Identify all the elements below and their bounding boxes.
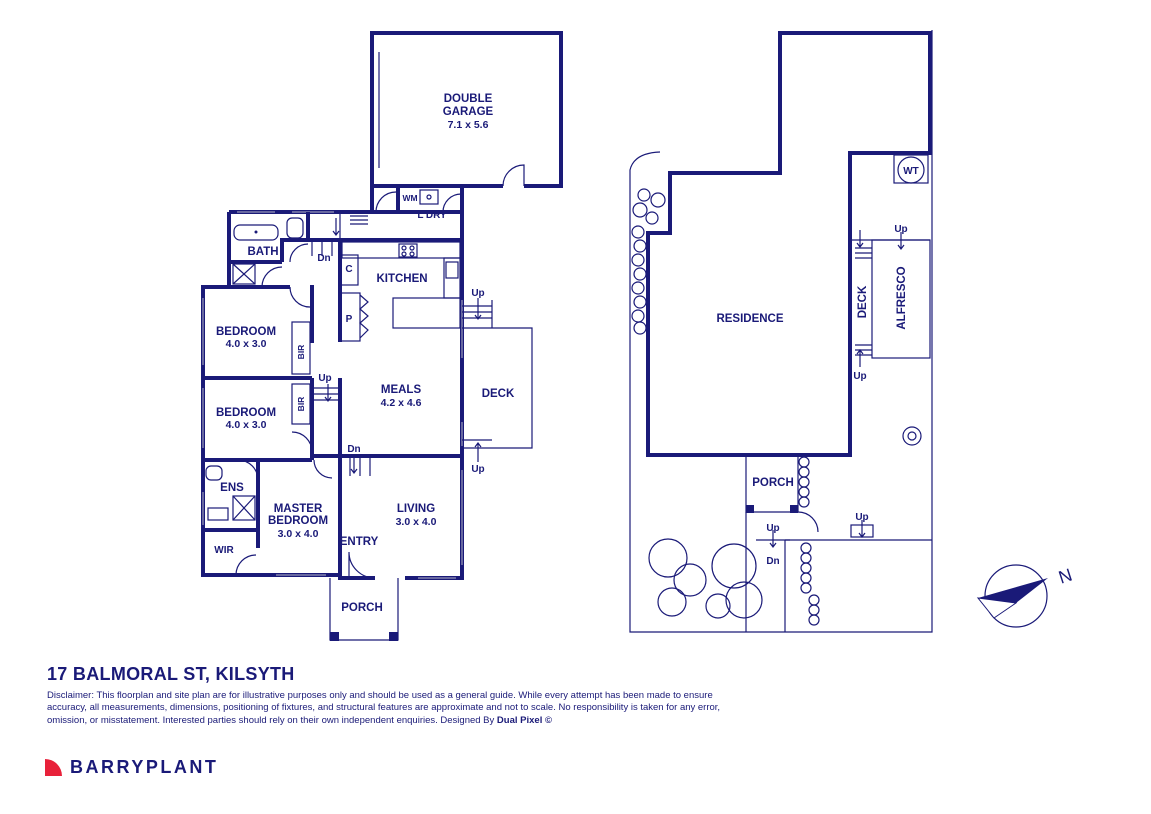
meals-size: 4.2 x 4.6	[381, 397, 422, 409]
toilet-icon	[286, 217, 304, 239]
compass-icon: N	[976, 564, 1075, 628]
deck-label: DECK	[482, 388, 515, 400]
stair-up-label: Up	[471, 464, 484, 475]
bath-door-swing	[261, 266, 283, 288]
wm-label: WM	[402, 193, 417, 203]
living-size: 3.0 x 4.0	[396, 516, 437, 528]
laundry-label: L'DRY	[417, 210, 447, 221]
entry-label: ENTRY	[340, 536, 379, 548]
kitchen-label: KITCHEN	[376, 273, 427, 285]
kitchen-island	[392, 297, 461, 329]
stair-up-label: Up	[471, 288, 484, 299]
bir-2-box	[291, 383, 311, 425]
house-outer-walls	[201, 210, 464, 580]
bedroom-2-size: 4.0 x 3.0	[226, 419, 267, 431]
stair-up-label: Up	[318, 373, 331, 384]
site-stair-up: Up	[766, 523, 779, 534]
siteplan: RESIDENCE DECK ALFRESCO WT PORCH Up Up U…	[629, 30, 933, 633]
bir-1-box	[291, 321, 311, 375]
bedroom-2-label: BEDROOM	[216, 407, 276, 419]
kitchen-bench	[341, 241, 461, 259]
site-stair-up: Up	[894, 224, 907, 235]
bir-1-label: BIR	[296, 345, 306, 360]
ensuite-toilet-icon	[205, 465, 223, 481]
master-bedroom-label: MASTER	[274, 503, 323, 515]
water-tank-label: WT	[903, 166, 919, 177]
brand-logo: BARRYPLANT	[45, 757, 218, 777]
floor-and-site-plan: DOUBLE GARAGE 7.1 x 5.6 WM L'DRY BATH KI…	[201, 30, 1075, 641]
bathtub-icon	[233, 224, 279, 241]
pantry-box	[339, 292, 361, 342]
porch-label: PORCH	[341, 602, 383, 614]
master-bedroom-size: 3.0 x 4.0	[278, 528, 319, 540]
living-label: LIVING	[397, 503, 435, 515]
bedroom-1-label: BEDROOM	[216, 326, 276, 338]
site-porch-outline	[745, 455, 799, 513]
site-stair-down: Dn	[766, 556, 779, 567]
meals-label: MEALS	[381, 384, 422, 396]
designer-credit: Dual Pixel ©	[496, 714, 552, 726]
ensuite-label: ENS	[220, 482, 244, 494]
brand-mark-icon	[45, 758, 62, 776]
porch-outline	[329, 578, 399, 641]
porch-post	[330, 632, 339, 641]
boundary-shrubs	[631, 188, 666, 335]
brand-name: BARRYPLANT	[70, 756, 219, 777]
shower-icon	[232, 263, 256, 285]
porch-post	[389, 632, 398, 641]
site-boundary	[629, 30, 933, 633]
compass-north-label: N	[1056, 565, 1075, 588]
master-bedroom-label-2: BEDROOM	[268, 515, 328, 527]
cooktop-icon	[398, 243, 418, 258]
floorplan: DOUBLE GARAGE 7.1 x 5.6 WM L'DRY BATH KI…	[201, 31, 563, 641]
kitchen-sink-icon	[445, 261, 459, 279]
residence-outline	[646, 31, 932, 457]
laundry-door-swing-2	[442, 193, 462, 213]
laundry-walls	[370, 184, 462, 212]
water-tank-icon	[897, 156, 925, 184]
site-stair-up: Up	[853, 371, 866, 382]
ensuite-shower-icon	[232, 495, 256, 521]
ensuite-walls	[203, 458, 260, 548]
property-address: 17 BALMORAL ST, KILSYTH	[47, 664, 295, 684]
site-porch-label: PORCH	[752, 477, 794, 489]
garage-label-2: GARAGE	[443, 106, 494, 118]
tree-icon	[902, 426, 922, 446]
meals-walls	[312, 378, 462, 575]
bir-2-label: BIR	[296, 397, 306, 412]
site-stair-up: Up	[855, 512, 868, 523]
bedroom-1-size: 4.0 x 3.0	[226, 338, 267, 350]
residence-label: RESIDENCE	[716, 313, 783, 325]
laundry-sink-icon	[419, 189, 439, 205]
bedroom-walls	[203, 285, 314, 462]
cupboard-label: C	[345, 264, 352, 275]
deck-outline	[462, 327, 533, 449]
garage-label: DOUBLE	[444, 93, 493, 105]
front-trees	[648, 538, 763, 619]
garage-door-swing	[502, 164, 525, 187]
cupboard-box	[339, 254, 359, 286]
stair-down-label: Dn	[317, 253, 330, 264]
alfresco-label: ALFRESCO	[896, 266, 908, 329]
ensuite-basin-icon	[207, 507, 229, 521]
laundry-door-swing	[375, 191, 397, 213]
pantry-label: P	[346, 314, 353, 325]
disclaimer-text: Disclaimer: This floorplan and site plan…	[47, 690, 721, 726]
hedge-shrubs	[798, 456, 820, 626]
stair-down-label: Dn	[347, 444, 360, 455]
disclaimer: Disclaimer: This floorplan and site plan…	[47, 690, 737, 727]
site-deck-label: DECK	[857, 285, 869, 318]
bath-label: BATH	[247, 246, 278, 258]
wir-label: WIR	[214, 545, 234, 556]
garage-size: 7.1 x 5.6	[448, 119, 489, 131]
